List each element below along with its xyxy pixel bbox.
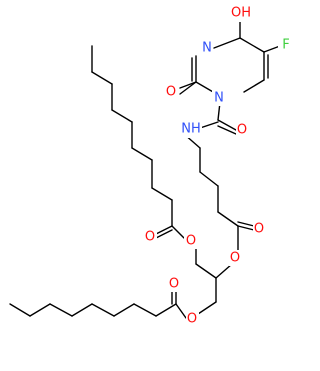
- bond: [155, 229, 173, 239]
- molecule-diagram: F OH N O N NH O O: [9, 6, 290, 327]
- svg-text:O: O: [254, 222, 264, 237]
- bond: [195, 263, 217, 279]
- amide-oxygen-label: O: [236, 122, 249, 138]
- svg-text:OH: OH: [231, 6, 251, 21]
- svg-text:NH: NH: [181, 122, 201, 137]
- bond: [91, 303, 115, 317]
- ring-nitrogen-bottom-label: N: [212, 90, 225, 106]
- bond: [197, 301, 217, 315]
- bond: [237, 221, 255, 227]
- svg-text:O: O: [237, 123, 247, 138]
- bonds: [9, 19, 281, 319]
- svg-text:O: O: [145, 230, 155, 245]
- bond: [239, 37, 265, 53]
- bond: [179, 81, 197, 89]
- bond: [179, 81, 197, 95]
- bond: [213, 37, 241, 49]
- bond: [217, 119, 237, 131]
- ester-carbonyl-oxygen-upper-label: O: [144, 229, 157, 245]
- bond: [131, 147, 153, 161]
- fluorine-label: F: [278, 37, 290, 53]
- bond: [237, 225, 255, 231]
- bond: [111, 109, 133, 123]
- bond: [155, 303, 177, 317]
- bond: [263, 45, 281, 53]
- bond: [217, 125, 237, 135]
- svg-text:N: N: [214, 91, 224, 106]
- bond: [199, 121, 219, 129]
- svg-text:O: O: [230, 251, 240, 266]
- ester-link-oxygen-mid-label: O: [229, 250, 242, 266]
- bond: [155, 225, 173, 235]
- bond: [29, 303, 51, 317]
- ester-carbonyl-oxygen-mid-label: O: [253, 221, 266, 237]
- atom-labels: F OH N O N NH O O: [144, 6, 290, 327]
- svg-text:N: N: [202, 41, 212, 56]
- structure-drawing: F OH N O N NH O O: [9, 6, 290, 327]
- ring-nitrogen-top-label: N: [201, 40, 213, 56]
- ester-carbonyl-oxygen-lower-label: O: [168, 276, 181, 292]
- svg-text:F: F: [282, 38, 289, 53]
- bond: [9, 303, 31, 317]
- bond: [151, 187, 173, 201]
- bond: [199, 171, 219, 187]
- bond: [133, 303, 157, 317]
- ester-link-oxygen-lower-label: O: [186, 311, 199, 327]
- svg-text:O: O: [169, 277, 179, 292]
- bond: [49, 303, 73, 317]
- bond: [215, 263, 233, 279]
- bond: [217, 211, 239, 227]
- hydroxy-oxygen-label: OH: [230, 6, 252, 22]
- bond: [71, 303, 93, 317]
- svg-text:O: O: [187, 312, 197, 327]
- ester-link-oxygen-upper-label: O: [184, 233, 197, 249]
- ring-carbonyl-oxygen-label: O: [164, 84, 177, 100]
- bond: [243, 79, 265, 93]
- amide-nh-label: NH: [180, 122, 202, 138]
- bond: [171, 225, 185, 239]
- bond: [91, 71, 113, 85]
- bond: [175, 303, 187, 319]
- bond: [113, 303, 135, 317]
- svg-text:O: O: [166, 85, 176, 100]
- svg-text:O: O: [186, 234, 196, 249]
